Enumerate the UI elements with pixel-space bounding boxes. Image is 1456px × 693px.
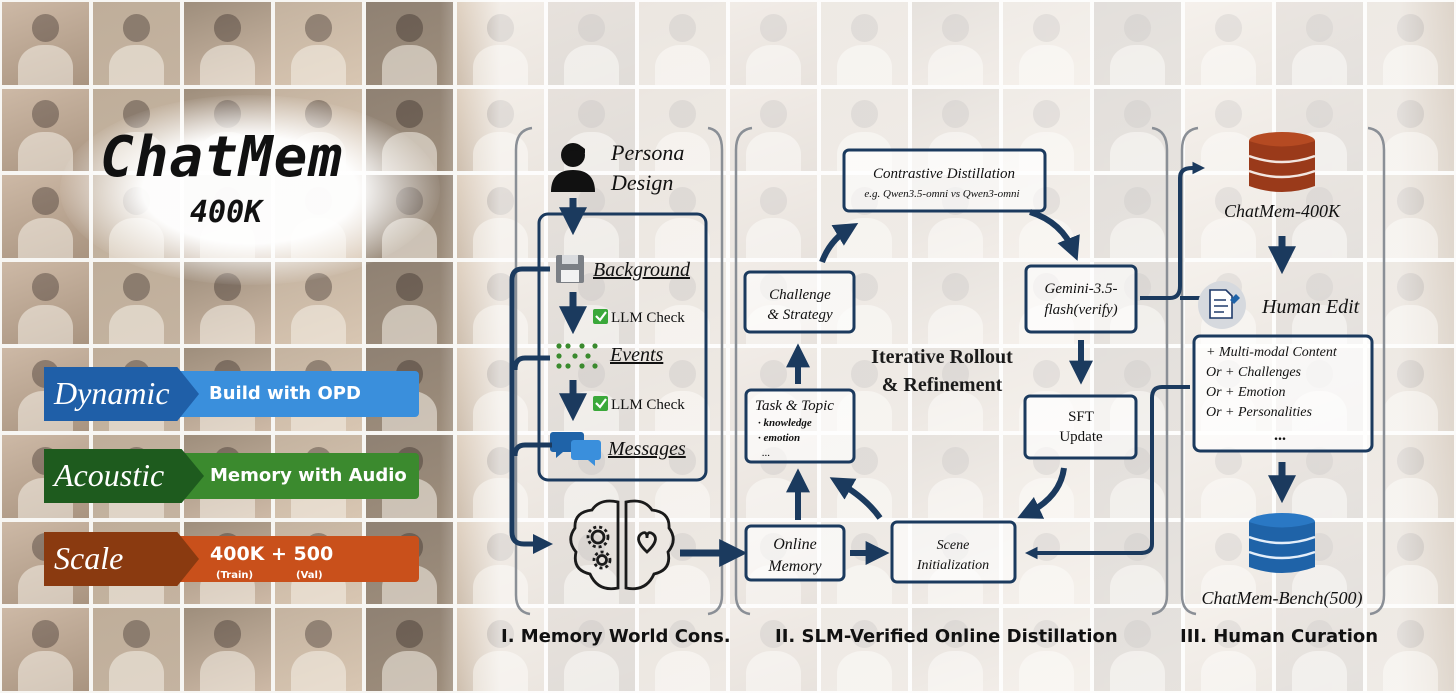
gemini-verify-box bbox=[1024, 264, 1138, 334]
contrastive-distillation-box bbox=[842, 148, 1047, 213]
sft-update-box bbox=[1023, 394, 1138, 460]
connector-loop bbox=[509, 266, 553, 554]
database-icon bbox=[1248, 132, 1316, 192]
edit-item: Or + Emotion bbox=[1206, 385, 1285, 400]
contrastive-example: e.g. Qwen3.5-omni vs Qwen3-omni bbox=[864, 188, 1019, 200]
memory-world-box bbox=[537, 212, 708, 482]
sft-line1: SFT bbox=[1068, 409, 1094, 425]
floppy-disk-icon bbox=[556, 255, 584, 283]
edit-item: Or + Personalities bbox=[1206, 405, 1312, 420]
task-topic-title: Task & Topic bbox=[755, 398, 834, 414]
llm-check-1: LLM Check bbox=[611, 310, 685, 326]
task-item-emotion: · emotion bbox=[758, 432, 800, 444]
iterative-line2: & Refinement bbox=[882, 374, 1003, 396]
connector-to-dataset bbox=[1140, 161, 1223, 302]
messages-label: Messages bbox=[607, 438, 686, 460]
edit-options-box bbox=[1192, 334, 1374, 453]
online-memory-box bbox=[744, 524, 846, 582]
task-item-more: ... bbox=[762, 447, 770, 459]
logo-glow bbox=[60, 95, 440, 285]
badge-tag: Acoustic bbox=[44, 449, 204, 503]
section2-caption: II. SLM-Verified Online Distillation bbox=[775, 626, 1118, 647]
badge-sub-val: (Val) bbox=[296, 570, 323, 581]
badge-sub-train: (Train) bbox=[216, 570, 254, 581]
gemini-line2: flash(verify) bbox=[1044, 302, 1117, 318]
badge-text: Memory with Audio bbox=[164, 453, 419, 499]
contrastive-title: Contrastive Distillation bbox=[873, 166, 1015, 182]
persona-design-line1: Persona bbox=[610, 140, 684, 165]
human-edit-label: Human Edit bbox=[1261, 296, 1360, 318]
badge-text: 400K + 500 bbox=[164, 536, 419, 582]
llm-check-2: LLM Check bbox=[611, 397, 685, 413]
edit-item: + Multi-modal Content bbox=[1206, 345, 1338, 360]
edit-item: Or + Challenges bbox=[1206, 365, 1302, 380]
iterative-line1: Iterative Rollout bbox=[871, 346, 1013, 368]
edit-item: ... bbox=[1274, 427, 1286, 444]
cycle-arrows bbox=[786, 209, 1093, 565]
task-item-knowledge: · knowledge bbox=[758, 417, 812, 429]
background-label: Background bbox=[593, 259, 691, 281]
bench-label: ChatMem-Bench(500) bbox=[1202, 588, 1363, 609]
brand-subtitle: 400K bbox=[190, 195, 263, 230]
database-icon bbox=[1248, 513, 1316, 573]
challenge-strategy-box bbox=[743, 270, 856, 334]
badge-text: Build with OPD bbox=[164, 371, 419, 417]
online-memory-line1: Online bbox=[773, 536, 817, 553]
events-label: Events bbox=[609, 344, 664, 366]
document-edit-icon bbox=[1198, 281, 1246, 329]
badge-tag: Scale bbox=[44, 532, 199, 586]
challenge-line2: & Strategy bbox=[767, 307, 833, 323]
gemini-line1: Gemini-3.5- bbox=[1045, 281, 1118, 297]
dot-grid-icon bbox=[556, 343, 598, 369]
sft-line2: Update bbox=[1059, 429, 1103, 445]
check-icon bbox=[593, 309, 608, 324]
check-icon bbox=[593, 396, 608, 411]
badge-tag: Dynamic bbox=[44, 367, 199, 421]
section-bracket-1 bbox=[514, 126, 724, 616]
section-bracket-3 bbox=[1180, 126, 1386, 616]
section1-caption: I. Memory World Cons. bbox=[501, 626, 731, 647]
task-topic-box bbox=[744, 388, 856, 464]
person-icon bbox=[551, 143, 595, 192]
scene-line2: Initialization bbox=[916, 558, 989, 573]
scene-line1: Scene bbox=[937, 538, 970, 553]
persona-design-line2: Design bbox=[610, 170, 673, 195]
chat-bubbles-icon bbox=[550, 432, 601, 466]
challenge-line1: Challenge bbox=[769, 287, 831, 303]
brain-gears-heart-icon bbox=[569, 499, 675, 591]
online-memory-line2: Memory bbox=[767, 558, 822, 575]
brand-title: ChatMem bbox=[100, 125, 344, 190]
section-bracket-2 bbox=[734, 126, 1169, 616]
scene-initialization-box bbox=[890, 520, 1017, 584]
section3-caption: III. Human Curation bbox=[1180, 626, 1378, 647]
dataset-label: ChatMem-400K bbox=[1224, 201, 1341, 221]
connector-edit-to-scene bbox=[1024, 385, 1190, 560]
